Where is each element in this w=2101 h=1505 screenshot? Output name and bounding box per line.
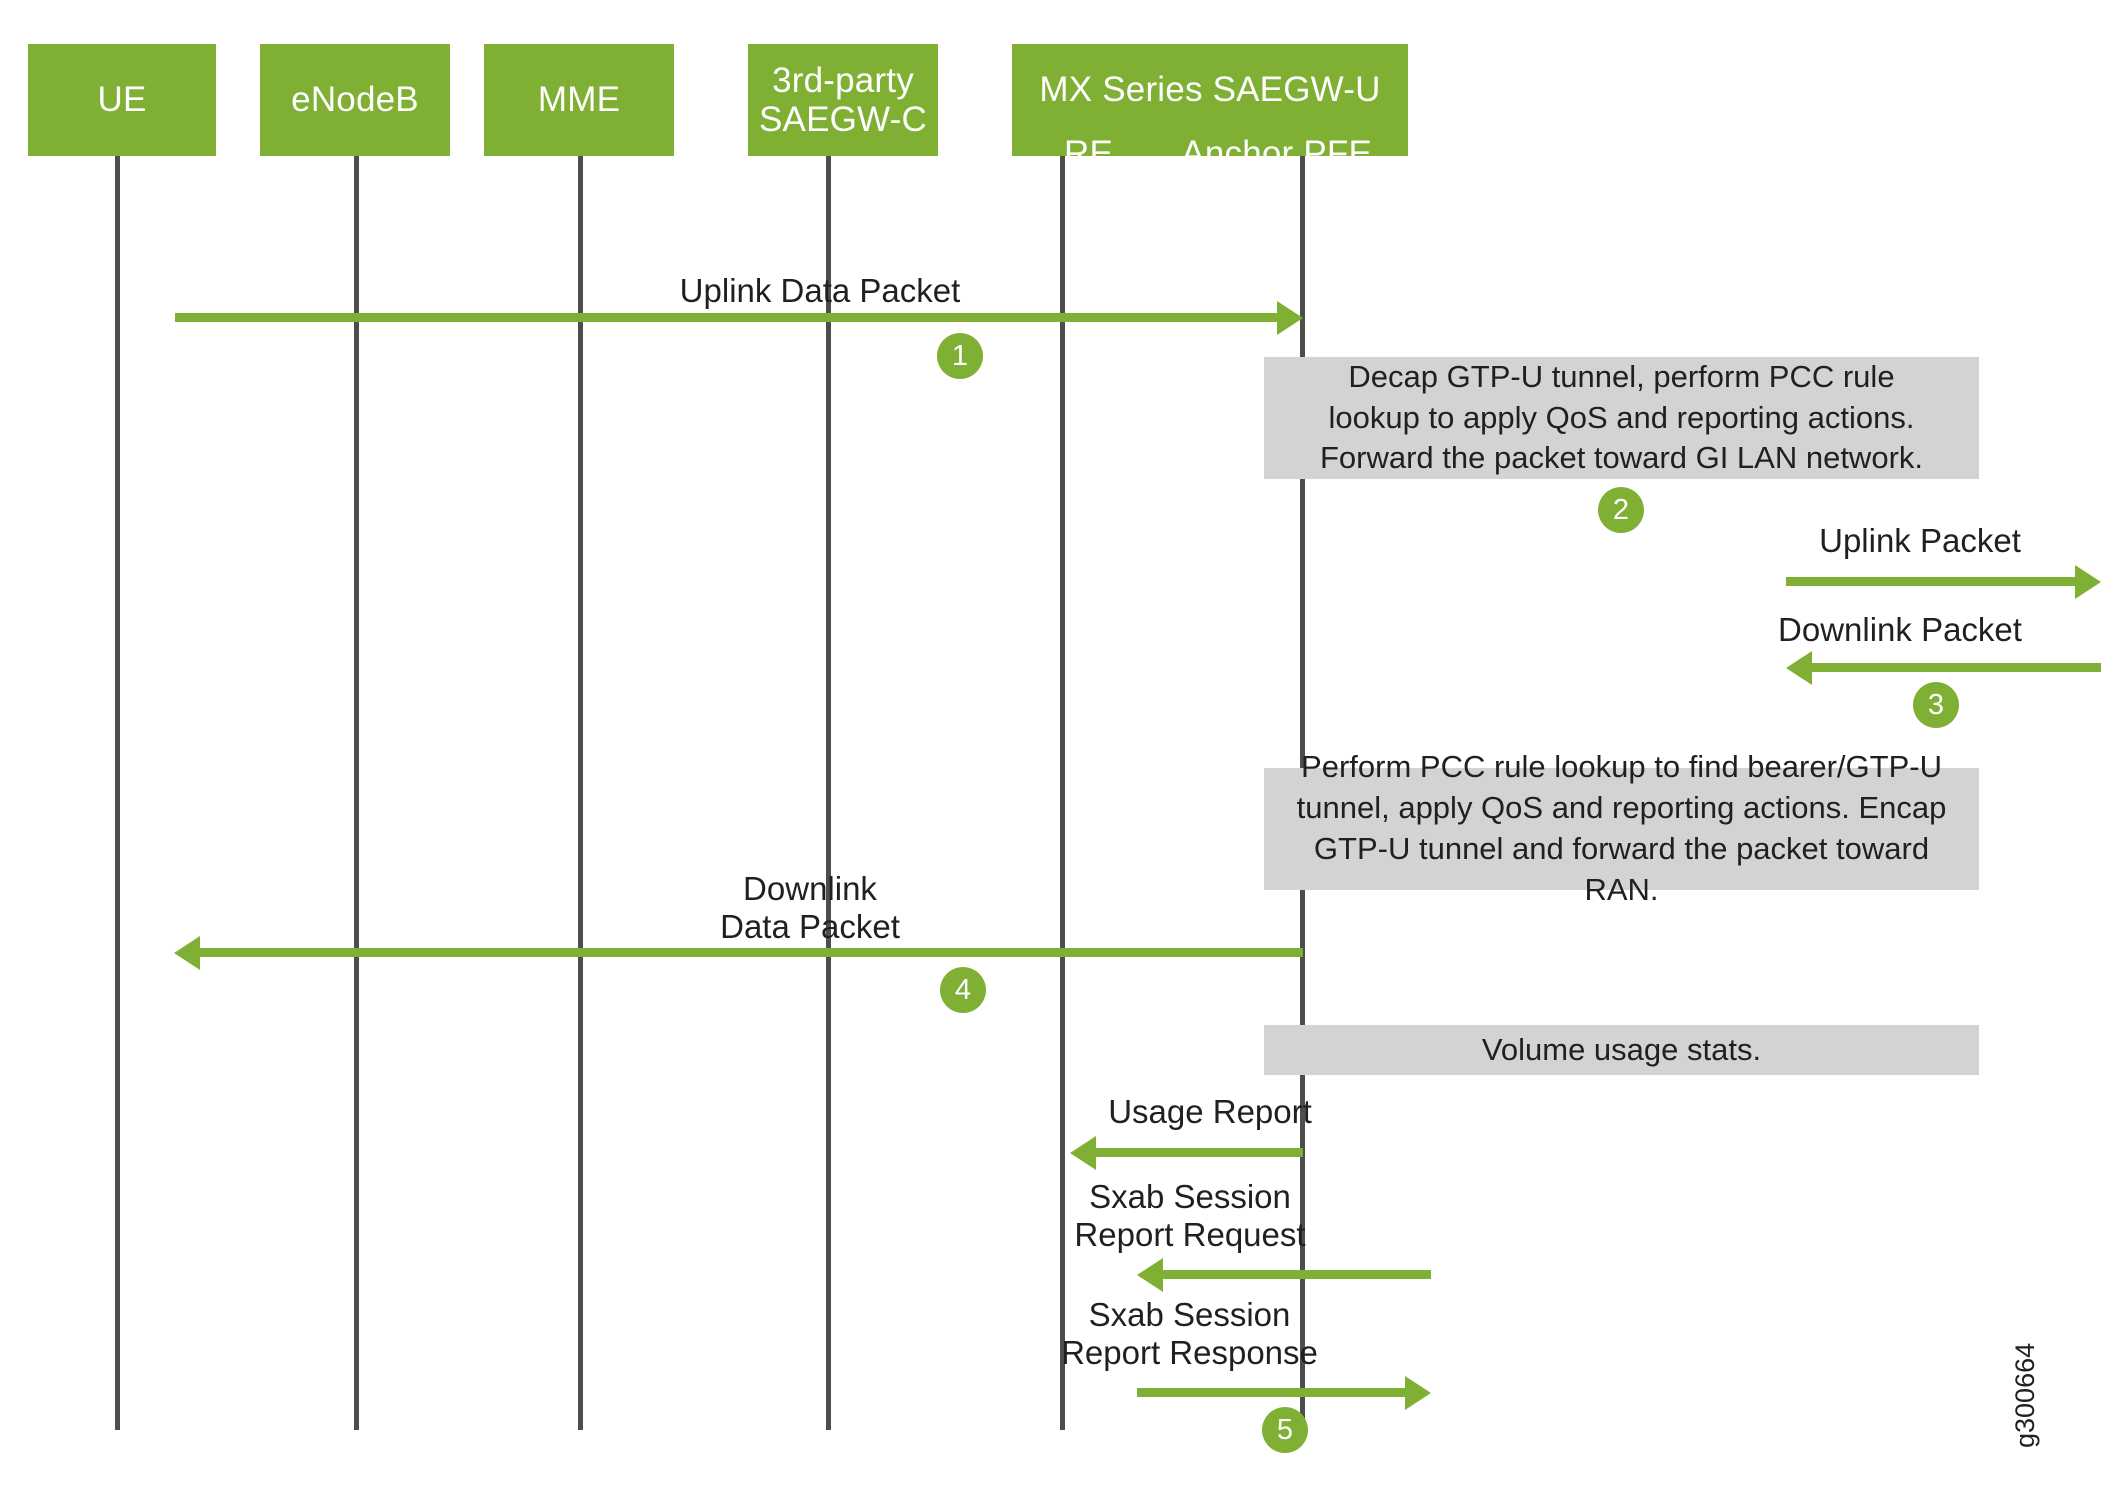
mx-series-title: MX Series SAEGW-U	[1039, 70, 1381, 109]
step-marker-1: 1	[937, 333, 983, 379]
mx-series-pfe-label: Anchor PFE	[1181, 134, 1372, 173]
arrow-head-left-icon	[1070, 1135, 1096, 1170]
message-label-downlink-data-packet: Downlink Data Packet	[720, 870, 900, 946]
figure-id-watermark: g300664	[2010, 1342, 2040, 1448]
arrow-shaft	[175, 313, 1279, 322]
arrow-head-left-icon	[1786, 650, 1812, 685]
actor-box-ue[interactable]: UE	[28, 44, 216, 156]
lifeline-saegw-c	[826, 155, 831, 1430]
note-decap-gtpu: Decap GTP-U tunnel, perform PCC rule loo…	[1264, 357, 1979, 479]
arrow-head-right-icon	[1277, 300, 1303, 335]
message-label-downlink-packet: Downlink Packet	[1778, 611, 2022, 648]
lifeline-enodeb	[354, 155, 359, 1430]
note-volume-usage-stats: Volume usage stats.	[1264, 1025, 1979, 1075]
mx-series-re-label: RE	[1064, 134, 1114, 173]
arrow-shaft	[1161, 1270, 1431, 1279]
step-marker-2: 2	[1598, 487, 1644, 533]
arrow-head-right-icon	[1405, 1375, 1431, 1410]
arrow-shaft	[1786, 577, 2077, 586]
message-label-uplink-packet: Uplink Packet	[1819, 522, 2021, 559]
actor-box-mx-series-saegw-u[interactable]: MX Series SAEGW-U RE Anchor PFE	[1012, 44, 1408, 173]
arrow-head-right-icon	[2075, 564, 2101, 599]
arrow-shaft	[1810, 663, 2101, 672]
message-arrow-downlink-data-packet	[174, 935, 1303, 970]
message-label-usage-report: Usage Report	[1108, 1093, 1312, 1130]
lifeline-re	[1060, 155, 1065, 1430]
actor-label-enodeb: eNodeB	[291, 80, 419, 120]
message-arrow-sxab-report-request	[1137, 1257, 1431, 1292]
message-label-uplink-data-packet: Uplink Data Packet	[679, 272, 961, 309]
message-arrow-sxab-report-response	[1137, 1375, 1431, 1410]
arrow-shaft	[198, 948, 1303, 957]
actor-label-ue: UE	[97, 80, 147, 120]
message-label-sxab-report-response: Sxab Session Report Response	[1061, 1296, 1318, 1372]
lifeline-mme	[578, 155, 583, 1430]
message-arrow-uplink-packet	[1786, 564, 2101, 599]
message-arrow-usage-report	[1070, 1135, 1303, 1170]
lifeline-ue	[115, 155, 120, 1430]
note-perform-pcc-lookup: Perform PCC rule lookup to find bearer/G…	[1264, 749, 1979, 907]
arrow-head-left-icon	[1137, 1257, 1163, 1292]
actor-box-enodeb[interactable]: eNodeB	[260, 44, 450, 156]
actor-label-saegw-c: 3rd-party SAEGW-C	[759, 60, 927, 139]
arrow-shaft	[1094, 1148, 1303, 1157]
actor-box-mme[interactable]: MME	[484, 44, 674, 156]
step-marker-3: 3	[1913, 682, 1959, 728]
message-arrow-uplink-data-packet	[175, 300, 1303, 335]
actor-label-mme: MME	[537, 80, 621, 120]
message-arrow-downlink-packet	[1786, 650, 2101, 685]
message-label-sxab-report-request: Sxab Session Report Request	[1074, 1178, 1306, 1254]
arrow-shaft	[1137, 1388, 1407, 1397]
step-marker-4: 4	[940, 967, 986, 1013]
step-marker-5: 5	[1262, 1407, 1308, 1453]
arrow-head-left-icon	[174, 935, 200, 970]
actor-box-saegw-c[interactable]: 3rd-party SAEGW-C	[748, 44, 938, 156]
